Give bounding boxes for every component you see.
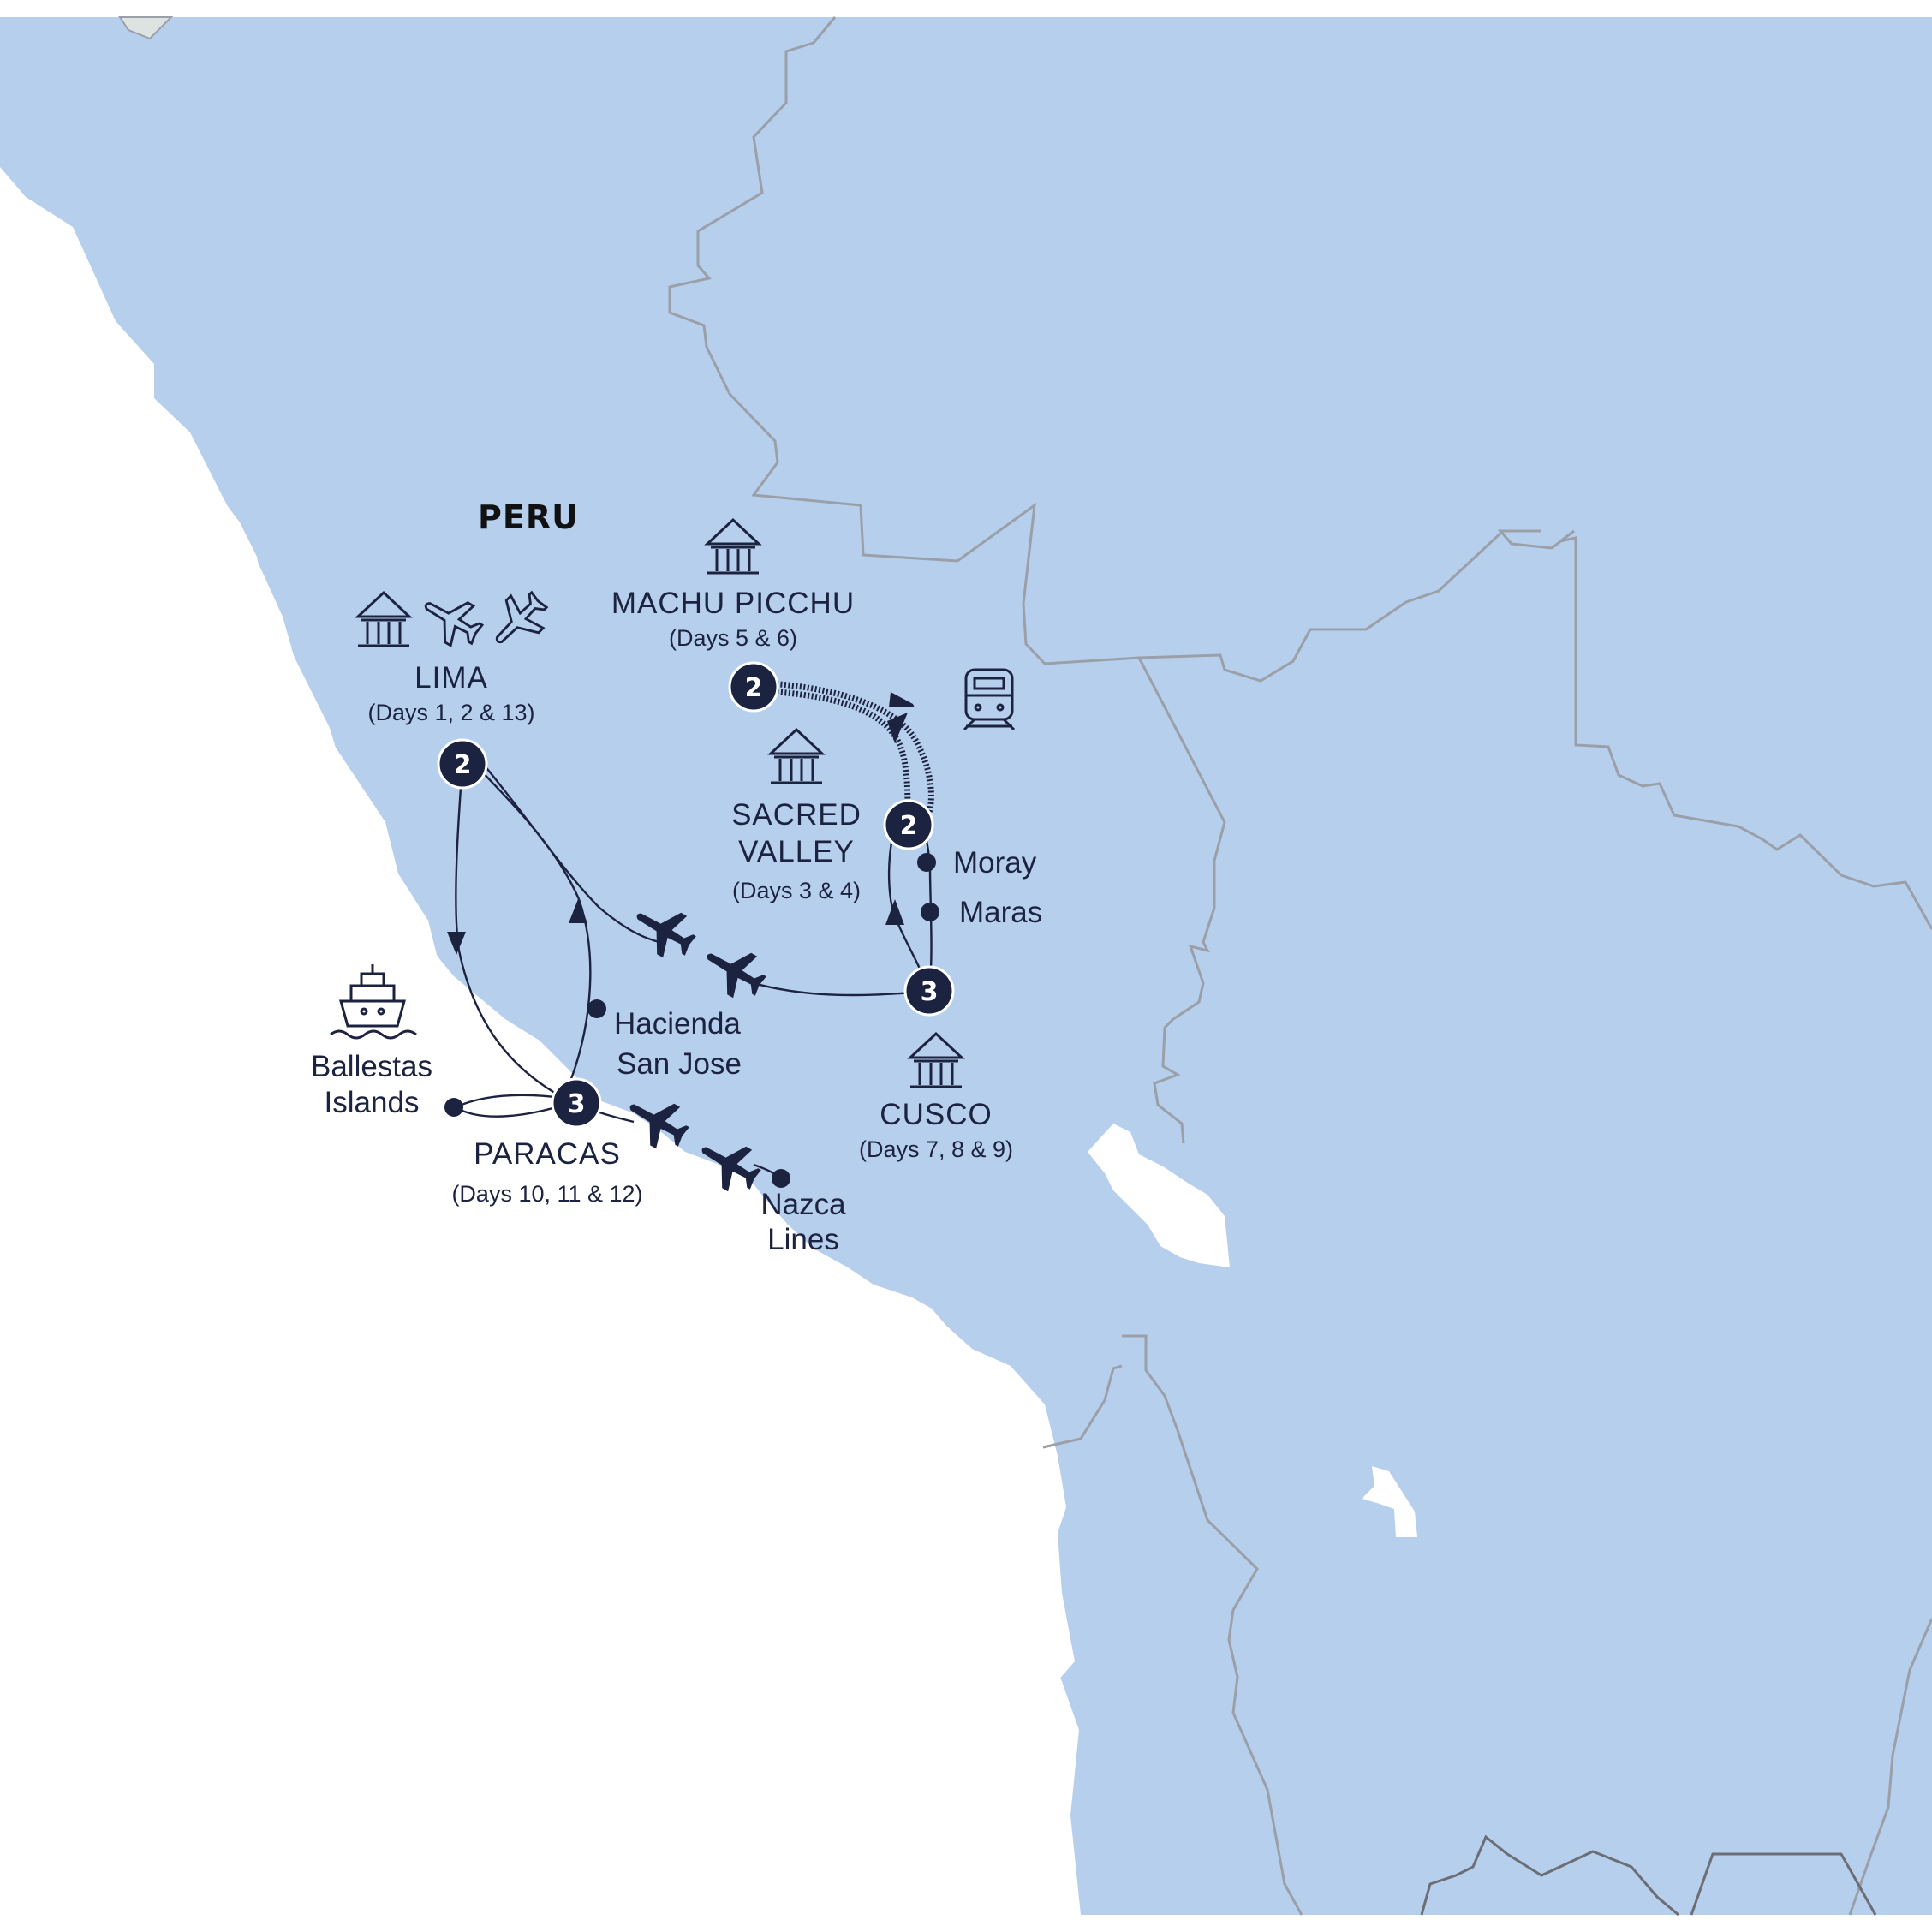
paracas-days: (Days 10, 11 & 12) xyxy=(451,1181,642,1207)
moray-label: Moray xyxy=(953,846,1037,880)
machu-picchu-days: (Days 5 & 6) xyxy=(669,625,797,651)
lima-badge[interactable]: 2 xyxy=(437,738,488,790)
nazca-label-2: Lines xyxy=(767,1223,839,1256)
svg-text:3: 3 xyxy=(568,1089,586,1119)
train-route xyxy=(753,679,934,824)
ocean-area xyxy=(0,167,1081,1915)
sacred-valley-label-2: VALLEY xyxy=(738,835,855,868)
ballestas-label: Ballestas xyxy=(311,1050,432,1083)
ship-icon xyxy=(330,964,417,1040)
paracas-label: PARACAS xyxy=(474,1137,621,1171)
lima-days: (Days 1, 2 & 13) xyxy=(367,700,534,725)
paracas-badge[interactable]: 3 xyxy=(551,1077,602,1129)
cusco-badge[interactable]: 3 xyxy=(903,965,955,1017)
svg-text:2: 2 xyxy=(745,673,763,703)
lake-small xyxy=(1362,1466,1417,1537)
cusco-days: (Days 7, 8 & 9) xyxy=(859,1136,1013,1162)
maras-label: Maras xyxy=(959,896,1042,929)
nazca-label: Nazca xyxy=(760,1188,846,1221)
machu-picchu-label: MACHU PICCHU xyxy=(611,587,855,620)
borders xyxy=(668,16,1932,1916)
svg-text:2: 2 xyxy=(454,750,472,780)
land-patch xyxy=(118,16,174,40)
machu-picchu-badge[interactable]: 2 xyxy=(728,661,779,713)
hacienda-label: Hacienda xyxy=(614,1007,741,1041)
sacred-valley-badge[interactable]: 2 xyxy=(883,799,934,850)
sacred-valley-label: SACRED xyxy=(731,798,862,832)
route-arrows xyxy=(447,692,915,955)
sacred-valley-days: (Days 3 & 4) xyxy=(732,878,861,903)
ballestas-label-2: Islands xyxy=(325,1086,420,1119)
svg-text:3: 3 xyxy=(921,977,939,1007)
lake xyxy=(1088,1124,1230,1267)
country-label: PERU xyxy=(478,498,579,536)
cusco-label: CUSCO xyxy=(880,1098,992,1131)
land-area xyxy=(0,17,1932,1915)
svg-text:2: 2 xyxy=(900,811,918,841)
place-dots xyxy=(444,853,939,1188)
lima-label: LIMA xyxy=(414,661,488,695)
hacienda-label-2: San Jose xyxy=(617,1047,742,1081)
borders-south xyxy=(1420,1834,1877,1917)
train-icon xyxy=(963,668,1016,731)
